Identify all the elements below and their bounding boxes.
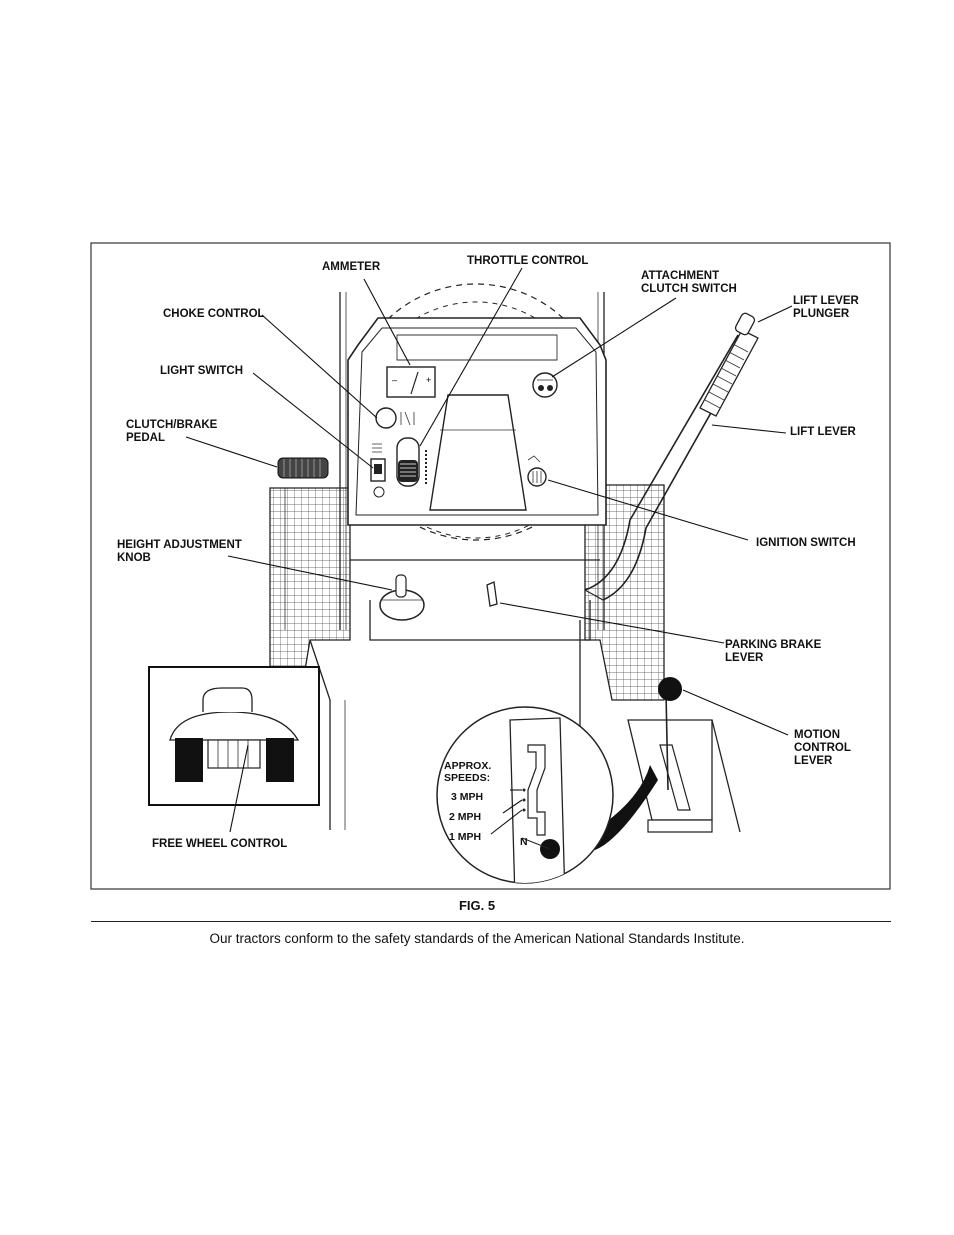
svg-text:–: –	[392, 375, 397, 385]
clutch-brake-pedal	[277, 457, 329, 479]
inset-speeds-title: APPROX. SPEEDS:	[444, 760, 494, 784]
figure-caption: FIG. 5	[458, 898, 496, 913]
inset-callout-shape	[595, 765, 658, 850]
light-switch	[370, 443, 386, 498]
label-attachment-clutch-switch: ATTACHMENT CLUTCH SWITCH	[641, 270, 737, 295]
height-adjustment-knob	[379, 574, 425, 621]
attachment-clutch-switch	[532, 372, 558, 398]
footer-statement: Our tractors conform to the safety stand…	[209, 931, 745, 946]
svg-text:+: +	[426, 375, 431, 385]
free-wheel-inset	[148, 666, 320, 806]
ignition-switch	[527, 455, 547, 487]
label-free-wheel-control: FREE WHEEL CONTROL	[152, 838, 287, 850]
inset-speed-1mph: 1 MPH	[449, 831, 481, 843]
hood-center	[429, 394, 527, 511]
label-clutch-brake-pedal: CLUTCH/BRAKE PEDAL	[126, 419, 221, 444]
inset-speed-2mph: 2 MPH	[449, 811, 481, 823]
lift-lever-grip	[699, 329, 759, 417]
lift-lever	[584, 334, 753, 601]
inset-neutral-label: N	[520, 836, 528, 848]
label-throttle-control: THROTTLE CONTROL	[467, 255, 588, 267]
choke-knob	[375, 407, 415, 429]
label-lift-lever-plunger: LIFT LEVER PLUNGER	[793, 295, 862, 320]
label-parking-brake-lever: PARKING BRAKE LEVER	[725, 639, 824, 664]
motion-control-lever	[627, 677, 741, 833]
label-choke-control: CHOKE CONTROL	[163, 308, 265, 320]
speed-inset	[436, 706, 614, 884]
parking-brake-lever	[486, 581, 498, 607]
label-lift-lever: LIFT LEVER	[790, 426, 857, 438]
lift-lever-plunger	[734, 312, 756, 336]
inset-speed-3mph: 3 MPH	[451, 791, 483, 803]
label-ammeter: AMMETER	[322, 261, 381, 273]
figure-frame	[90, 242, 891, 890]
leader-lines	[185, 267, 793, 835]
label-height-adjustment-knob: HEIGHT ADJUSTMENT KNOB	[117, 539, 245, 564]
label-motion-control-lever: MOTION CONTROL LEVER	[794, 729, 854, 767]
label-light-switch: LIGHT SWITCH	[160, 365, 243, 377]
ammeter-gauge: – +	[386, 366, 436, 398]
label-ignition-switch: IGNITION SWITCH	[756, 537, 856, 549]
divider-rule	[91, 921, 891, 922]
throttle-lever	[396, 437, 427, 487]
